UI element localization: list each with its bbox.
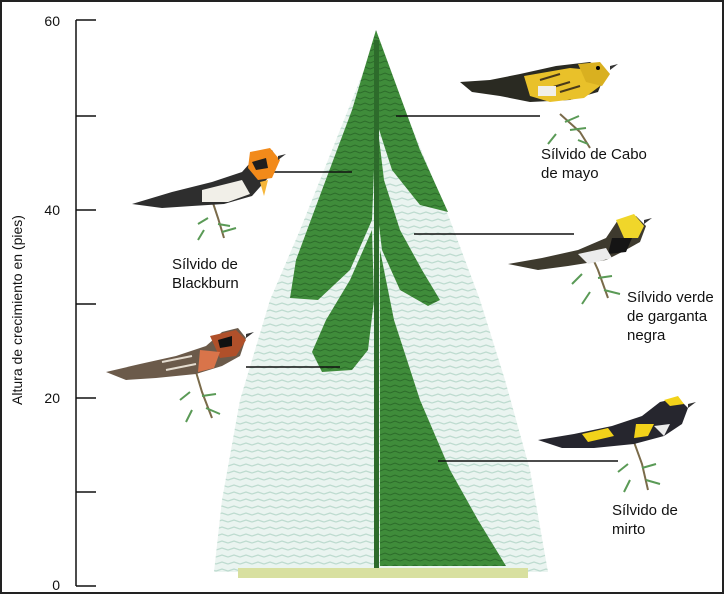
cape-may-label-line: Sílvido de Cabo [541, 146, 647, 163]
myrtle-label-line: mirto [612, 521, 645, 538]
black-throated-green-label-line: Sílvido verde [627, 289, 714, 306]
black-throated-green-label-line: de garganta [627, 308, 708, 325]
tick-label-0: 0 [52, 577, 60, 593]
black-throated-green-label-line: negra [627, 327, 666, 344]
myrtle-label-line: Sílvido de [612, 502, 678, 519]
tick-label-40: 40 [44, 202, 60, 218]
axis-title: Altura de crecimiento en (pies) [9, 215, 25, 405]
tick-label-20: 20 [44, 390, 60, 406]
blackburnian-label-line: Blackburn [172, 275, 239, 292]
cape-may-label-line: de mayo [541, 165, 599, 182]
ground-strip [238, 568, 528, 578]
tick-label-60: 60 [44, 13, 60, 29]
blackburnian-label-line: Sílvido de [172, 256, 238, 273]
